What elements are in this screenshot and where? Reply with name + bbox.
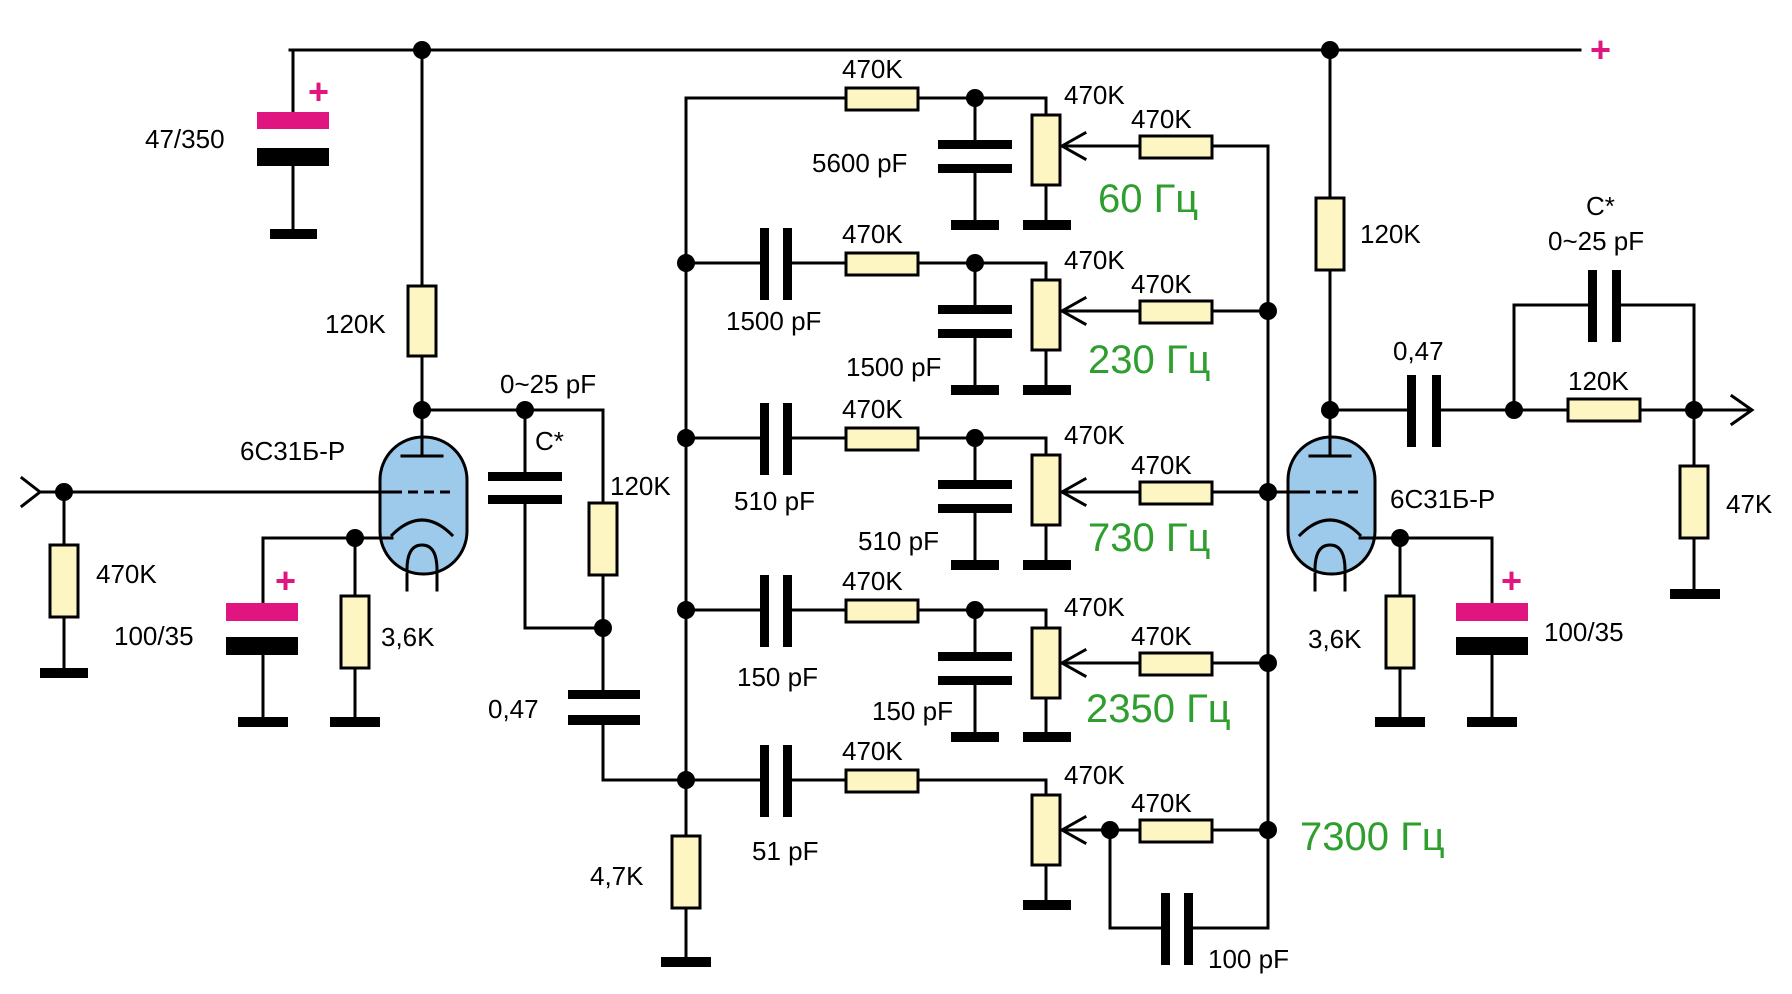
right-feedback-cap-name: C* xyxy=(1586,191,1615,221)
supply-cap-label: 47/350 xyxy=(145,124,225,154)
band2-shunt-cap: 1500 pF xyxy=(846,352,941,382)
band1-shunt-cap: 5600 pF xyxy=(812,148,907,178)
left-tube: 6С31Б-Р xyxy=(240,408,469,592)
right-feedback-cap-range: 0~25 pF xyxy=(1548,226,1644,256)
band-7300: 51 pF 470K 470K 470K 100 pF 7300 Гц xyxy=(684,736,1445,974)
bus-resistor-label: 4,7K xyxy=(590,861,644,891)
band2-feedback-resistor: 470K xyxy=(1131,269,1192,299)
right-coupling-cap-label: 0,47 xyxy=(1393,336,1444,366)
band1-pot: 470K xyxy=(1064,80,1125,110)
supply-cap-plus: + xyxy=(308,71,329,112)
band4-series-resistor: 470K xyxy=(842,566,903,596)
band2-pot: 470K xyxy=(1064,245,1125,275)
band1-feedback-resistor: 470K xyxy=(1131,104,1192,134)
supply-capacitor: + 47/350 xyxy=(145,48,329,239)
band-230: 1500 pF 470K 1500 pF 470K 470K 230 Гц xyxy=(684,219,1270,395)
left-trim-cap-range: 0~25 pF xyxy=(500,369,596,399)
band2-series-resistor: 470K xyxy=(842,219,903,249)
left-tube-label: 6С31Б-Р xyxy=(240,436,345,466)
filter-buses: 4,7K xyxy=(590,96,1277,967)
band3-frequency: 730 Гц xyxy=(1088,516,1210,560)
left-divider-resistor-label: 120K xyxy=(610,471,671,501)
left-input-resistor-label: 470K xyxy=(96,559,157,589)
right-tube: 6С31Б-Р xyxy=(1286,408,1495,592)
band4-series-cap: 150 pF xyxy=(737,662,818,692)
right-anode-resistor-label: 120K xyxy=(1360,219,1421,249)
left-cathode-cap-plus: + xyxy=(275,560,296,601)
band4-shunt-cap: 150 pF xyxy=(872,696,953,726)
supply-plus-sign: + xyxy=(1590,29,1611,70)
band3-series-resistor: 470K xyxy=(842,394,903,424)
band5-feedback-resistor: 470K xyxy=(1131,788,1192,818)
band4-pot: 470K xyxy=(1064,592,1125,622)
right-tube-label: 6С31Б-Р xyxy=(1390,484,1495,514)
band-60: 470K 5600 pF 470K 470K 60 Гц xyxy=(812,54,1214,230)
band4-feedback-resistor: 470K xyxy=(1131,621,1192,651)
band3-series-cap: 510 pF xyxy=(734,486,815,516)
band1-series-resistor: 470K xyxy=(842,54,903,84)
band2-series-cap: 1500 pF xyxy=(726,306,821,336)
left-input-arrow xyxy=(19,475,43,509)
band4-frequency: 2350 Гц xyxy=(1086,687,1231,731)
band-2350: 150 pF 470K 150 pF 470K 470K 2350 Гц xyxy=(684,566,1270,742)
left-cathode-resistor-label: 3,6K xyxy=(381,622,435,652)
right-cathode-resistor-label: 3,6K xyxy=(1308,624,1362,654)
right-cathode-cap-plus: + xyxy=(1501,560,1522,601)
band5-series-resistor: 470K xyxy=(842,736,903,766)
right-cathode-cap-label: 100/35 xyxy=(1544,617,1624,647)
band-730: 510 pF 470K 510 pF 470K 470K 730 Гц xyxy=(684,394,1270,570)
band2-frequency: 230 Гц xyxy=(1088,338,1210,382)
left-stage: 120K 0~25 pF C* 120K 0,47 xyxy=(19,48,688,782)
left-cathode-cap-label: 100/35 xyxy=(114,621,194,651)
left-coupling-cap-label: 0,47 xyxy=(488,694,539,724)
band3-shunt-cap: 510 pF xyxy=(858,526,939,556)
right-stage: 120K 0,47 C* 0~25 pF 120K 47K xyxy=(1266,48,1773,727)
band1-frequency: 60 Гц xyxy=(1098,177,1198,221)
right-output-resistor-label: 47K xyxy=(1726,489,1773,519)
output-arrow xyxy=(1729,393,1755,427)
band5-series-cap: 51 pF xyxy=(752,836,819,866)
supply-rail: + xyxy=(288,29,1611,70)
left-trim-cap-name: C* xyxy=(535,426,564,456)
band5-shunt-cap: 100 pF xyxy=(1208,944,1289,974)
band3-feedback-resistor: 470K xyxy=(1131,450,1192,480)
right-feedback-resistor-label: 120K xyxy=(1568,366,1629,396)
band5-frequency: 7300 Гц xyxy=(1300,815,1445,859)
band5-pot: 470K xyxy=(1064,760,1125,790)
band3-pot: 470K xyxy=(1064,420,1125,450)
left-anode-resistor-label: 120K xyxy=(325,309,386,339)
